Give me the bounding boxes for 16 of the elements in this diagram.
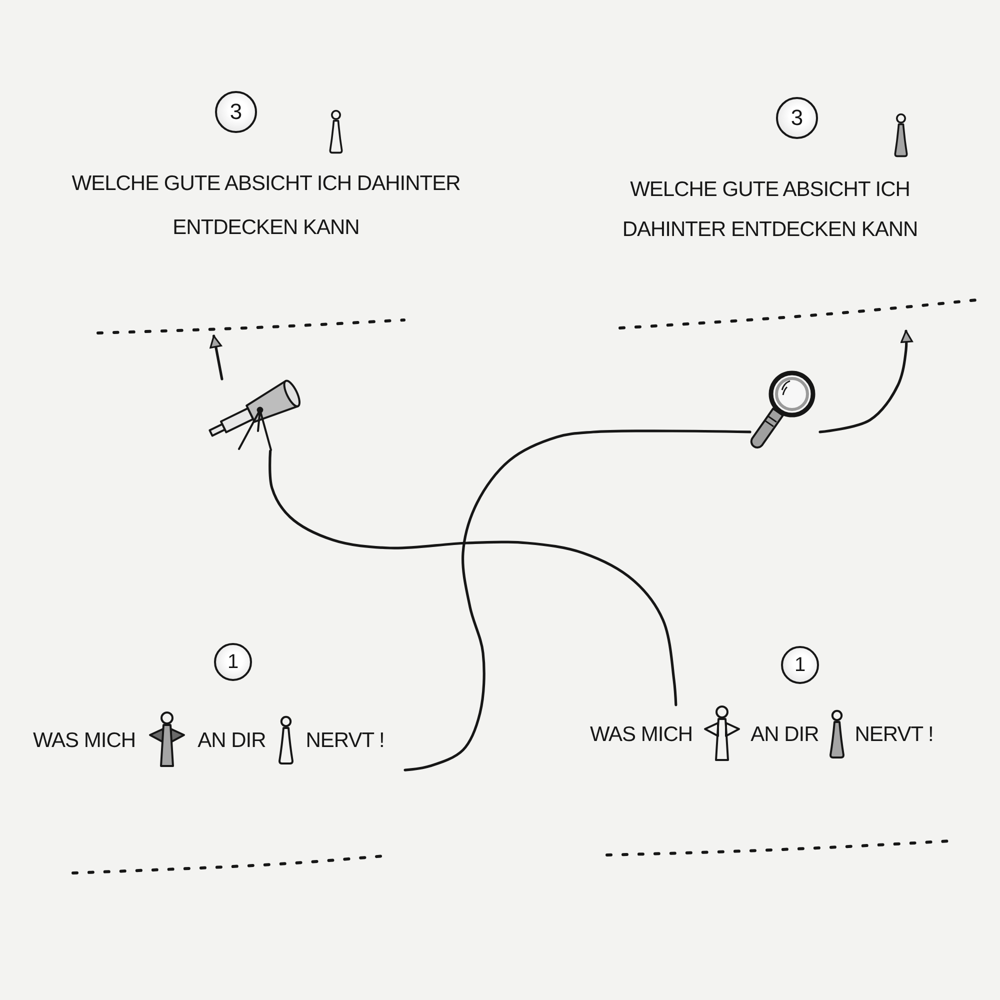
prompt-text: NERVT ! xyxy=(306,730,384,750)
connector-curve xyxy=(404,430,752,772)
step-number: 1 xyxy=(781,646,819,684)
prompt-text: AN DIR xyxy=(198,730,266,750)
connector-curve xyxy=(268,450,678,706)
prompt-heading: WELCHE GUTE ABSICHT ICH DAHINTER ENTDECKEN KANN xyxy=(621,177,919,243)
prompt-text: AN DIR xyxy=(750,724,819,744)
prompt-text: WAS MICH xyxy=(33,730,136,750)
step-number: 3 xyxy=(776,97,818,139)
arrow xyxy=(210,334,224,380)
arrow xyxy=(818,330,913,434)
prompt-text: NERVT ! xyxy=(854,724,934,744)
prompt-text: WAS MICH xyxy=(590,724,693,744)
step-number: 3 xyxy=(215,91,257,133)
step-number: 1 xyxy=(214,643,252,681)
prompt-heading: WELCHE GUTE ABSICHT ICH DAHINTER ENTDECKEN KANN xyxy=(70,171,462,241)
